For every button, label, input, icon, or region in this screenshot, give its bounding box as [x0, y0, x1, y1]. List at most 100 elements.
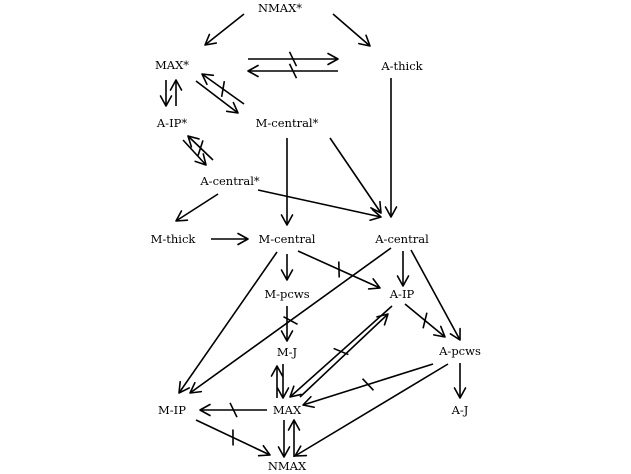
arrow-head	[367, 278, 381, 290]
arrow-head	[189, 381, 203, 394]
arrow-head	[449, 327, 461, 341]
arrow-head	[225, 101, 239, 114]
arrow-head	[204, 33, 218, 46]
arrow-head	[201, 73, 215, 86]
node-m-ip: M-IP	[158, 403, 186, 417]
arrow-head	[194, 153, 207, 166]
edge-nmax-to-max	[287, 419, 301, 457]
negation-slash	[288, 51, 298, 67]
arrow-head	[257, 444, 271, 457]
edge-m-thick-to-m-central	[211, 232, 249, 246]
edge-m-ip-to-nmax	[195, 419, 271, 457]
node-m-pcws: M-pcws	[264, 287, 309, 301]
arrow-head	[294, 445, 308, 457]
edge-a-ip-to-max	[289, 305, 393, 398]
edge-m-central-star-to-max-star	[201, 73, 245, 105]
edge-a-thick-to-max-star	[247, 63, 338, 79]
arrow-head	[199, 403, 211, 417]
negation-slash	[361, 378, 375, 391]
negation-slash	[283, 315, 298, 326]
arrow-head	[358, 34, 371, 47]
node-a-ip-star: A-IP*	[156, 116, 187, 130]
edge-max-star-to-a-thick	[248, 51, 339, 67]
arrow-head	[287, 419, 301, 431]
node-m-thick: M-thick	[151, 232, 197, 246]
edge-a-central-to-a-ip	[396, 251, 410, 287]
arrow-head	[370, 200, 382, 214]
node-a-pcws: A-pcws	[438, 344, 481, 358]
node-a-j: A-J	[451, 403, 469, 417]
edge-a-ip-star-to-max-star	[169, 79, 183, 106]
negation-slash	[229, 402, 238, 418]
edge-m-central-to-m-pcws	[280, 254, 294, 281]
node-a-central: A-central	[374, 232, 429, 246]
edge-a-central-star-to-m-thick	[175, 193, 219, 222]
negation-slash	[197, 140, 204, 156]
negation-slash	[220, 80, 226, 98]
edge-m-central-to-m-ip	[178, 251, 278, 394]
edge-m-pcws-to-m-j	[280, 306, 294, 342]
arrow-head	[169, 79, 183, 91]
edges-layer	[159, 13, 467, 458]
arrow-head	[396, 275, 410, 287]
arrow-head	[302, 395, 315, 409]
edge-max-star-to-a-ip-star	[159, 80, 173, 107]
arrow-head	[280, 330, 294, 342]
node-m-j: M-J	[277, 345, 298, 359]
edge-a-pcws-to-max	[302, 363, 434, 409]
edge-line	[178, 251, 278, 394]
edge-line	[257, 189, 382, 218]
arrow-head	[277, 446, 291, 458]
edge-m-central-star-to-m-central	[280, 138, 294, 226]
arrow-head	[289, 385, 302, 398]
edge-line	[175, 193, 219, 222]
arrow-head	[237, 232, 249, 246]
arrow-head	[175, 210, 189, 222]
edge-m-central-to-a-ip	[297, 250, 381, 290]
edge-a-pcws-to-nmax	[294, 363, 449, 457]
edge-max-to-nmax	[277, 420, 291, 458]
arrow-head	[376, 313, 389, 326]
node-max-star: MAX*	[155, 58, 189, 72]
negation-slash	[288, 63, 298, 79]
edge-line	[299, 313, 389, 398]
edge-line	[195, 80, 239, 114]
edge-line	[294, 363, 449, 457]
edge-max-to-m-j	[270, 365, 284, 398]
nodes-layer: NMAX*MAX*A-thickA-IP*M-central*A-central…	[151, 1, 481, 473]
arrow-head	[270, 365, 284, 377]
node-a-thick: A-thick	[380, 59, 423, 73]
arrow-head	[280, 214, 294, 226]
edge-max-to-a-ip	[299, 313, 389, 398]
arrow-head	[178, 380, 191, 394]
edge-a-pcws-to-a-j	[453, 363, 467, 399]
negation-slash	[422, 312, 428, 329]
node-a-central-star: A-central*	[199, 174, 259, 188]
edge-a-central-to-m-ip	[189, 247, 392, 394]
arrow-head	[453, 387, 467, 399]
arrow-head	[159, 95, 173, 107]
node-nmax: NMAX	[268, 459, 307, 473]
node-a-ip: A-IP	[389, 287, 415, 301]
edge-line	[329, 137, 382, 214]
node-m-central: M-central	[259, 232, 316, 246]
arrow-head	[187, 135, 200, 148]
edge-a-thick-to-a-central	[384, 78, 398, 218]
arrow-head	[276, 387, 290, 399]
node-max: MAX	[273, 403, 302, 417]
edge-nmax-star-to-max-star	[204, 13, 245, 46]
edge-a-central-star-to-a-ip-star	[187, 135, 214, 161]
arrow-head	[247, 64, 259, 78]
edge-m-j-to-max	[276, 364, 290, 399]
edge-line	[204, 13, 245, 46]
arrow-head	[432, 325, 446, 338]
edge-nmax-star-to-a-thick	[332, 13, 371, 47]
node-nmax-star: NMAX*	[258, 1, 302, 15]
edge-m-central-star-to-a-central	[329, 137, 382, 214]
arrow-head	[384, 206, 398, 218]
arrow-head	[369, 208, 382, 222]
edge-line	[410, 249, 461, 341]
edge-a-ip-star-to-a-central-star	[182, 139, 207, 166]
